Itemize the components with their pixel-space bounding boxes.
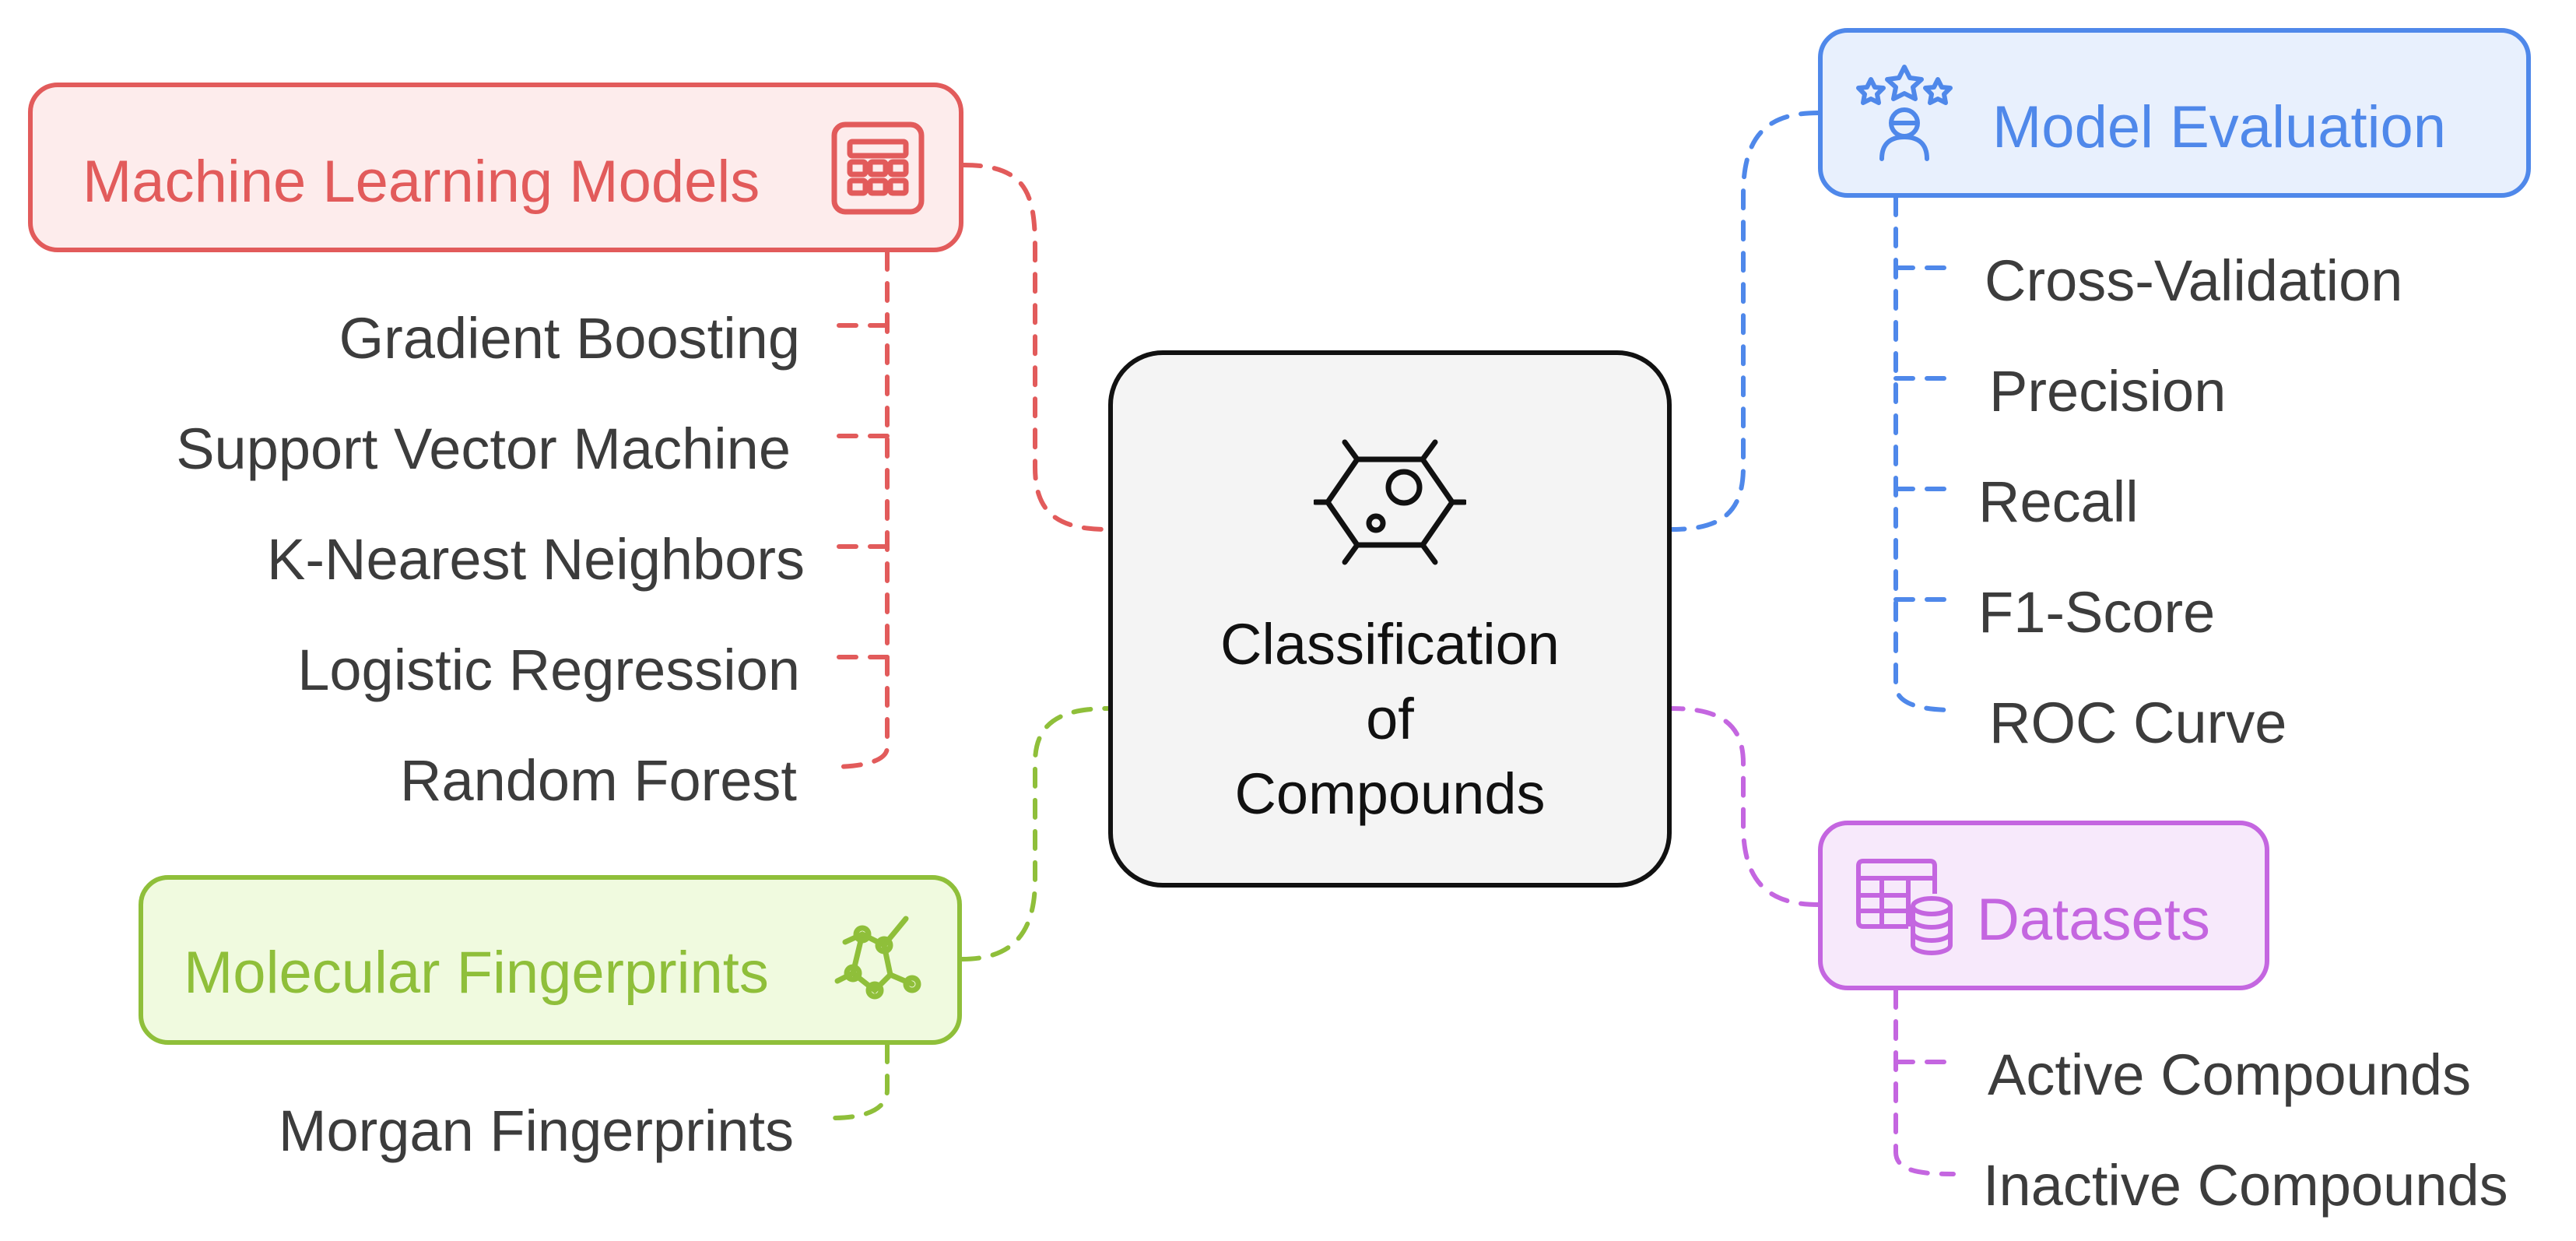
ml-item-logistic-regression: Logistic Regression [297, 638, 800, 702]
ds-item-inactive-compounds: Inactive Compounds [1983, 1153, 2508, 1218]
person-stars-icon [1856, 65, 1953, 161]
molecular-fingerprints-node [139, 875, 962, 1045]
connector-ds-center [1669, 706, 1820, 907]
machine-learning-models-node [28, 83, 963, 252]
center-title: Classification of Compounds [1108, 607, 1672, 831]
table-database-icon [1856, 859, 1953, 955]
ml-item-support-vector-machine: Support Vector Machine [176, 417, 791, 481]
me-item-roc-curve: ROC Curve [1989, 691, 2287, 755]
connector-mf-trunk [830, 1042, 890, 1120]
center-title-line-3: Compounds [1234, 761, 1546, 826]
connector-ds-trunk [1893, 988, 1956, 1176]
ml-item-k-nearest-neighbors: K-Nearest Neighbors [267, 527, 805, 592]
model-evaluation-title: Model Evaluation [1992, 94, 2447, 160]
me-item-precision: Precision [1989, 359, 2227, 424]
ds-item-active-compounds: Active Compounds [1988, 1042, 2472, 1107]
ml-item-gradient-boosting: Gradient Boosting [339, 306, 800, 371]
connector-me-trunk [1893, 195, 1956, 712]
me-item-cross-validation: Cross-Validation [1985, 248, 2403, 313]
connector-me-center [1669, 111, 1820, 532]
network-nodes-icon [834, 916, 921, 1000]
machine-learning-models-title: Machine Learning Models [82, 149, 760, 215]
center-title-line-2: of [1366, 687, 1414, 751]
model-evaluation-node [1818, 28, 2531, 198]
connector-mf-center [960, 706, 1111, 962]
classification-of-compounds-node [1108, 350, 1672, 888]
ml-item-random-forest: Random Forest [400, 748, 797, 813]
datasets-title: Datasets [1977, 887, 2210, 953]
molecule-icon [1314, 439, 1466, 565]
connector-ml-center [961, 163, 1111, 532]
center-title-line-1: Classification [1220, 612, 1560, 677]
table-grid-icon [831, 121, 925, 215]
connector-ml-trunk [830, 250, 890, 769]
me-item-f1-score: F1-Score [1978, 580, 2216, 645]
datasets-node [1818, 821, 2269, 990]
molecular-fingerprints-title: Molecular Fingerprints [184, 940, 769, 1006]
me-item-recall: Recall [1978, 469, 2139, 534]
mf-item-morgan-fingerprints: Morgan Fingerprints [278, 1099, 794, 1163]
